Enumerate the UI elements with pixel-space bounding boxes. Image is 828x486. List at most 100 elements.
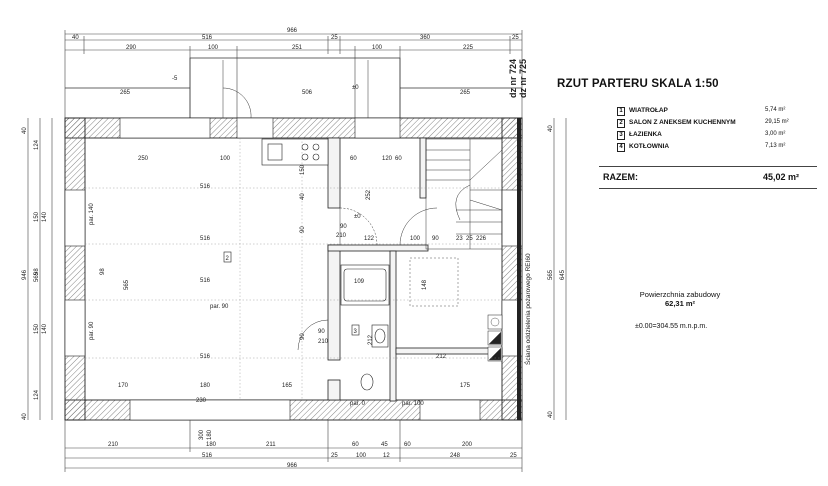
svg-text:165: 165	[282, 383, 293, 389]
total-value: 45,02 m²	[763, 172, 800, 182]
bottom-dimension-lines	[64, 420, 523, 472]
svg-text:230: 230	[196, 398, 207, 404]
svg-text:175: 175	[460, 383, 471, 389]
svg-text:90: 90	[300, 226, 306, 233]
svg-text:dz nr 725: dz nr 725	[518, 59, 528, 98]
svg-text:±0: ±0	[354, 214, 361, 220]
door-swings	[222, 60, 438, 351]
room-row: 1 WIATROŁAP 5,74 m²	[617, 106, 817, 118]
svg-text:565: 565	[124, 279, 130, 290]
svg-text:90: 90	[340, 224, 347, 230]
svg-text:98: 98	[100, 268, 106, 275]
svg-text:140: 140	[42, 323, 48, 334]
svg-text:25: 25	[466, 236, 473, 242]
svg-text:120: 120	[382, 156, 393, 162]
svg-text:90: 90	[318, 329, 325, 335]
svg-text:516: 516	[202, 35, 213, 41]
room-row: 3 ŁAZIENKA 3,00 m²	[617, 130, 817, 142]
room-area: 3,00 m²	[765, 131, 786, 137]
interior-labels: 250 100 516 516 516 516 170 180 165 60 1…	[89, 156, 487, 407]
svg-text:180: 180	[200, 383, 211, 389]
svg-text:360: 360	[420, 35, 431, 41]
sum-divider-top	[599, 166, 817, 167]
svg-text:645: 645	[560, 269, 566, 280]
svg-text:60: 60	[350, 156, 357, 162]
sum-divider-bottom	[599, 188, 817, 189]
svg-text:100: 100	[372, 45, 383, 51]
svg-text:40: 40	[548, 411, 554, 418]
parcel-labels: dz nr 724 dz nr 725	[508, 59, 528, 98]
svg-text:40: 40	[72, 35, 79, 41]
svg-text:180: 180	[206, 442, 217, 448]
svg-text:45: 45	[381, 442, 388, 448]
room-area: 29,15 m²	[765, 119, 789, 125]
svg-text:124: 124	[34, 139, 40, 150]
room-name: SALON Z ANEKSEM KUCHENNYM	[629, 119, 736, 126]
svg-text:252: 252	[366, 189, 372, 200]
level-note: ±0.00=304.55 m.n.p.m.	[635, 323, 708, 330]
svg-text:100: 100	[220, 156, 231, 162]
room-area: 7,13 m²	[765, 143, 786, 149]
room-name: WIATROŁAP	[629, 107, 668, 114]
svg-text:100: 100	[410, 236, 421, 242]
svg-text:210: 210	[108, 442, 119, 448]
svg-text:2: 2	[226, 256, 230, 262]
svg-text:par. 90: par. 90	[210, 304, 229, 310]
svg-text:-5: -5	[172, 76, 178, 82]
svg-text:170: 170	[118, 383, 129, 389]
room-name: KOTŁOWNIA	[629, 143, 670, 150]
room-row: 2 SALON Z ANEKSEM KUCHENNYM 29,15 m²	[617, 118, 817, 130]
svg-text:25: 25	[512, 35, 519, 41]
svg-text:150: 150	[34, 323, 40, 334]
room-area: 5,74 m²	[765, 107, 786, 113]
svg-text:25: 25	[331, 453, 338, 459]
svg-text:966: 966	[287, 28, 298, 34]
svg-text:150: 150	[34, 211, 40, 222]
top-dimension-lines	[64, 30, 523, 118]
svg-text:211: 211	[266, 442, 276, 448]
svg-text:40: 40	[22, 127, 28, 134]
svg-text:250: 250	[138, 156, 149, 162]
built-area-label: Powierzchnia zabudowy	[639, 290, 721, 299]
left-dimension-lines	[27, 118, 53, 420]
fire-wall-label: Ściana oddzielenia pożarowego REI60	[523, 253, 532, 365]
svg-text:148: 148	[422, 279, 428, 290]
svg-text:par. 100: par. 100	[402, 401, 424, 407]
svg-text:300: 300	[199, 429, 205, 440]
svg-text:516: 516	[202, 453, 213, 459]
svg-text:25: 25	[331, 35, 338, 41]
right-dimension-values: 40 565 40 645	[548, 125, 566, 418]
interior-walls	[327, 137, 503, 402]
svg-text:200: 200	[462, 442, 473, 448]
svg-text:251: 251	[292, 45, 303, 51]
top-dimension-values: 40 516 25 360 25 966 290 100 251 100 225	[72, 28, 519, 51]
axis-lines	[85, 138, 502, 400]
svg-text:90: 90	[432, 236, 439, 242]
svg-text:966: 966	[287, 463, 298, 469]
svg-text:290: 290	[126, 45, 137, 51]
svg-text:60: 60	[352, 442, 359, 448]
svg-text:124: 124	[34, 389, 40, 400]
svg-text:210: 210	[336, 233, 347, 239]
svg-text:212: 212	[368, 334, 374, 345]
svg-text:90: 90	[300, 333, 306, 340]
svg-text:265: 265	[460, 90, 471, 96]
right-dimension-lines	[553, 118, 567, 420]
terrace-labels: 265 506 265 -5 ±0	[120, 76, 471, 96]
room-number: 3	[617, 131, 625, 140]
svg-text:40: 40	[548, 125, 554, 132]
svg-text:60: 60	[395, 156, 402, 162]
room-number: 4	[617, 143, 625, 152]
svg-text:100: 100	[208, 45, 219, 51]
svg-text:60: 60	[404, 442, 411, 448]
svg-text:40: 40	[300, 193, 306, 200]
svg-text:dz nr 724: dz nr 724	[508, 59, 518, 98]
svg-text:par. 0: par. 0	[350, 401, 366, 407]
svg-text:516: 516	[200, 184, 211, 190]
room-name: ŁAZIENKA	[629, 131, 662, 138]
entrance-terrace	[65, 57, 522, 118]
left-dimension-values: 124 150 140 98 150 140 124 40 946 565 40	[22, 127, 48, 420]
room-number-tags	[223, 251, 360, 336]
kitchen-counter	[261, 138, 329, 166]
